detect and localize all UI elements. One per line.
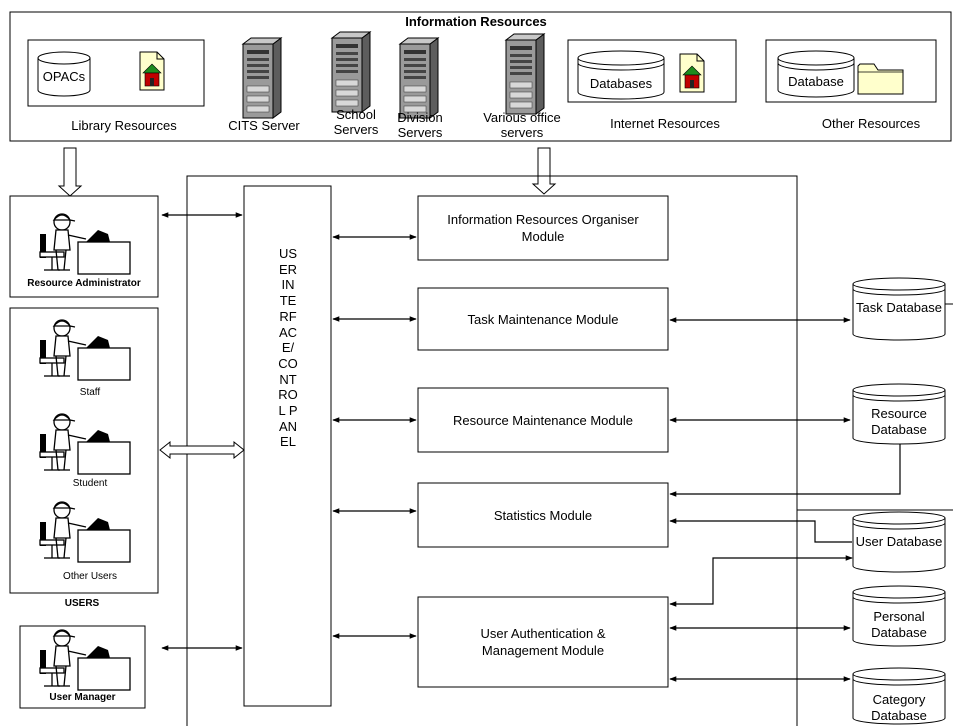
task-database-label: Task Database [856,300,942,315]
resource-maintenance-module [417,387,669,453]
user-manager-label: User Manager [49,692,116,703]
personal-database-cylinder [852,585,946,647]
student-label: Student [72,478,108,489]
resource-db-to-statistics-line [669,440,901,497]
user-db-to-auth-line [669,555,853,607]
databases-label: Databases [589,76,653,91]
info-organiser-label: Information Resources Organiser Module [447,212,639,244]
database-icon [777,50,855,98]
task-maintenance-label: Task Maintenance Module [467,311,619,327]
user-database-cylinder [852,511,946,573]
diagram-title: Information Resources [405,14,547,29]
user-db-to-statistics-line [669,518,852,543]
opacs-database-icon [37,51,91,97]
office-down-arrow [531,147,557,195]
control-panel-box [243,185,332,707]
user-auth-module [417,596,669,688]
statistics-label: Statistics Module [493,507,593,523]
office-server-icon [505,33,545,115]
home-document-icon [139,51,165,91]
opacs-label: OPACs [42,69,86,84]
task-database-cylinder [852,277,946,341]
cits-server-icon [242,37,282,119]
category-database-cylinder [852,667,946,725]
division-servers-label: Division Servers [397,110,443,140]
other-users-label: Other Users [63,571,117,582]
library-resources-label: Library Resources [71,118,177,133]
users-group-label: USERS [64,598,100,609]
school-servers-label: School Servers [333,107,379,137]
system-boundary [186,175,798,726]
office-servers-label: Various office servers [483,110,561,140]
user-database-label: User Database [855,534,943,549]
staff-label: Staff [79,387,101,398]
division-server-icon [399,37,439,119]
databases-icon [577,50,665,100]
folder-icon [857,63,904,95]
users-panel-hollow-arrow [159,440,245,460]
library-down-arrow [57,147,83,197]
resource-database-label: Resource Database [871,406,927,437]
category-database-label: Category Database [871,692,927,723]
statistics-module [417,482,669,548]
personal-database-label: Personal Database [871,609,927,640]
school-server-icon [331,31,371,113]
info-organiser-module [417,195,669,261]
resource-database-cylinder [852,383,946,445]
control-panel-label: USER INTERFACE/CONTROL PANEL [278,246,298,450]
other-resources-label: Other Resources [821,116,921,131]
cits-server-label: CITS Server [228,118,300,133]
home-document-icon [679,53,705,93]
user-auth-label: User Authentication & Management Module [480,626,606,658]
resource-maintenance-label: Resource Maintenance Module [453,412,633,428]
resource-admin-label: Resource Administrator [27,278,141,289]
task-maintenance-module [417,287,669,351]
database-label: Database [788,74,844,89]
internet-resources-label: Internet Resources [610,116,720,131]
